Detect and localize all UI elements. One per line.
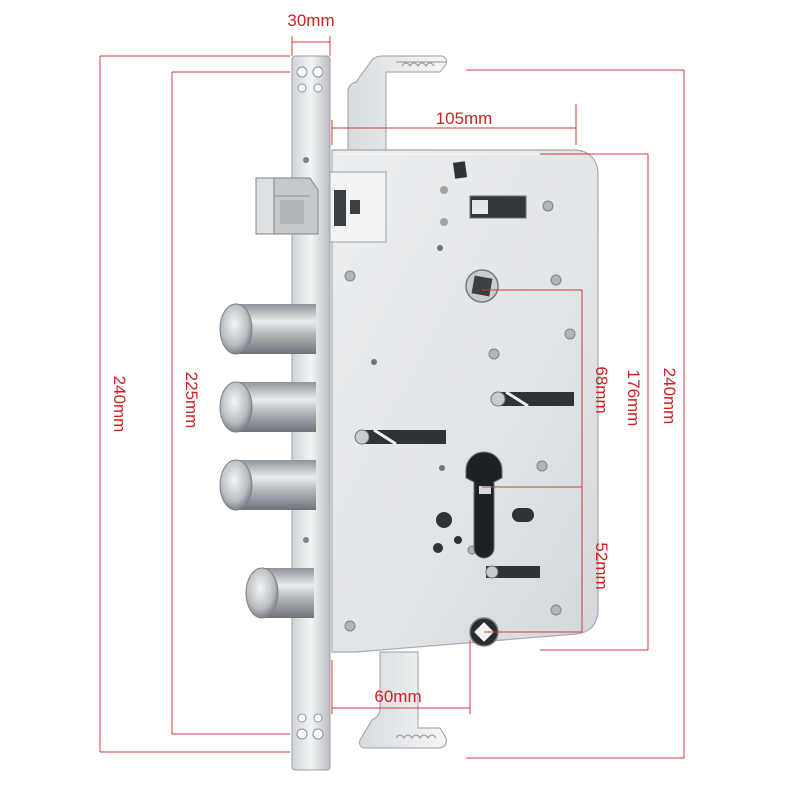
upper-mounting-tab (347, 55, 447, 151)
latch-housing (329, 171, 387, 243)
latch-bolt (255, 177, 319, 235)
deadbolt-4 (245, 567, 314, 619)
lower-mounting-tab (359, 651, 447, 749)
dim-label-faceplate-height: 240mm (110, 376, 129, 433)
screw-hole-bottom-left (296, 728, 308, 740)
screw-hole-bottom-right (312, 728, 324, 740)
screw-hole-top-left (296, 66, 308, 78)
dimension-lines (99, 36, 685, 759)
dim-label-cylinder-to-lower-spindle: 52mm (592, 542, 611, 589)
dim-label-backset: 60mm (374, 687, 421, 706)
dim-label-case-height-back: 240mm (660, 368, 679, 425)
dim-label-faceplate-width: 30mm (287, 11, 334, 30)
screw-hole-top-right (312, 66, 324, 78)
dim-label-case-depth: 105mm (436, 109, 493, 128)
upper-spindle-hub (465, 269, 499, 303)
deadbolt-3 (219, 459, 316, 511)
dim-label-spindle-to-cylinder: 68mm (592, 366, 611, 413)
dim-label-screw-hole-span: 225mm (182, 372, 201, 429)
case-features (344, 161, 576, 632)
deadbolt-2 (219, 381, 316, 433)
dim-label-case-height-front: 176mm (624, 370, 643, 427)
deadbolt-1 (219, 303, 316, 355)
cylinder-cutout (465, 451, 503, 559)
lock-case-body (331, 149, 599, 653)
